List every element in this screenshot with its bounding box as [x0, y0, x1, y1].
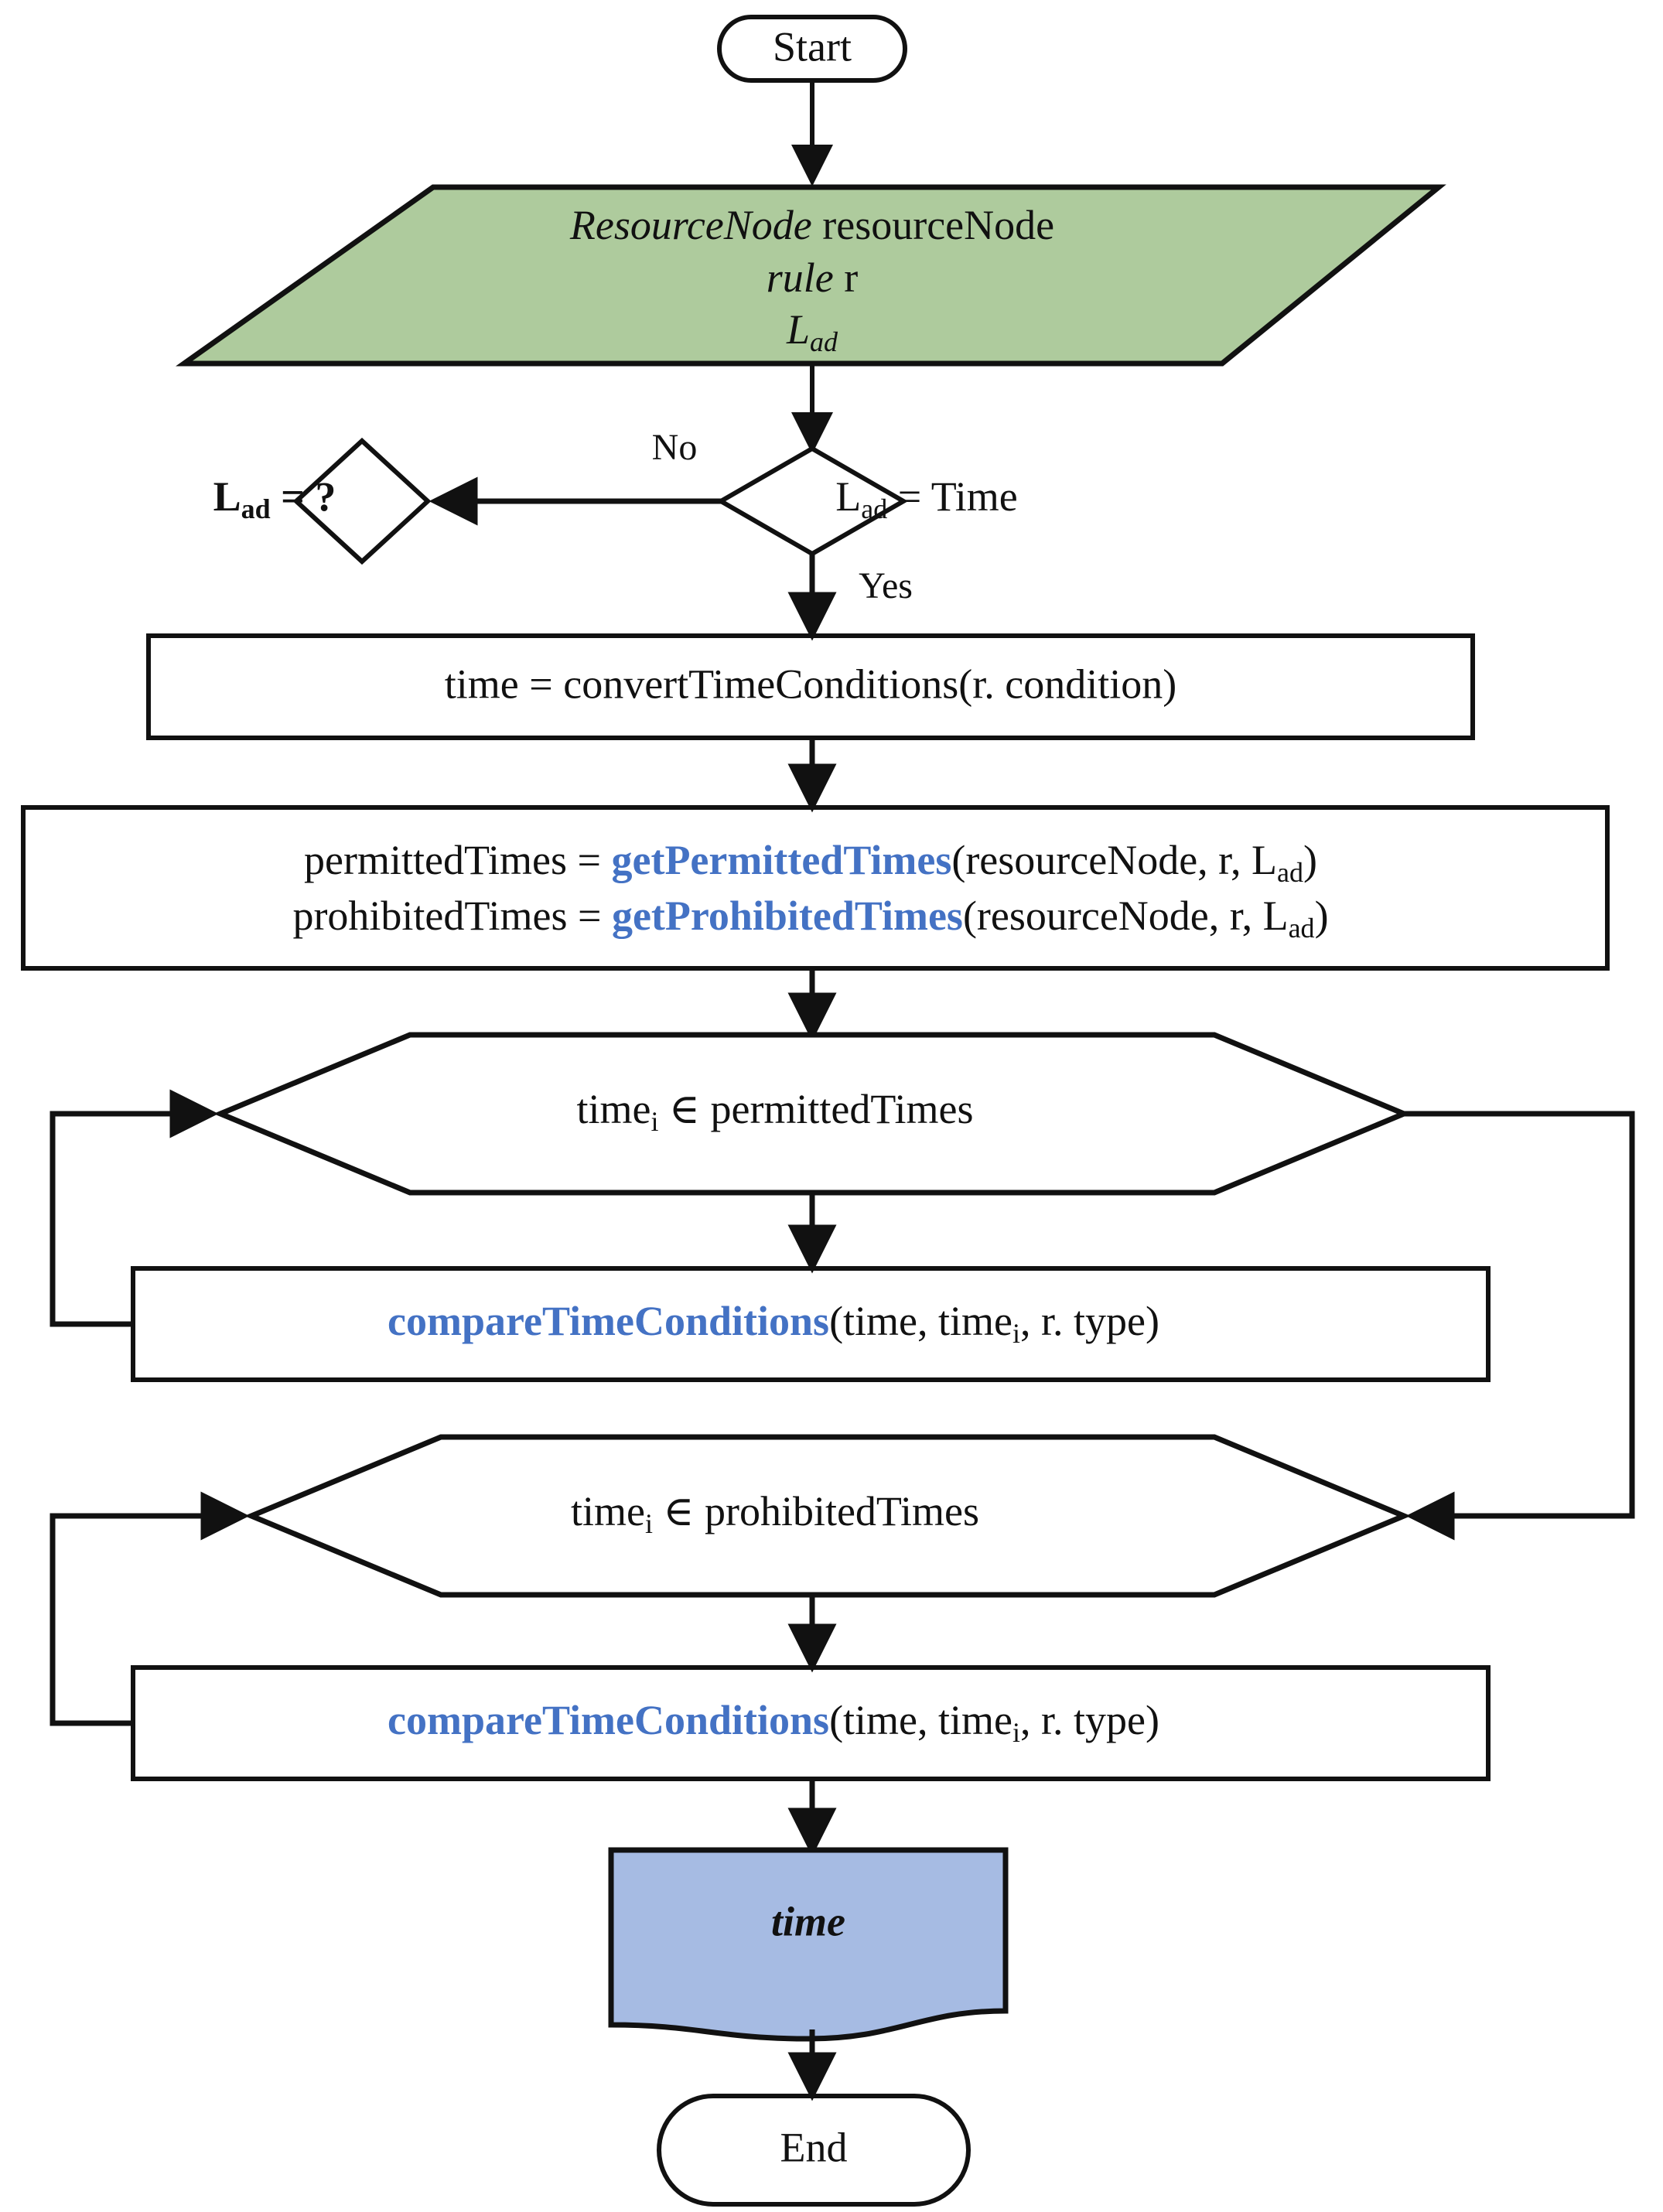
process-gettimes-shape	[21, 805, 1610, 971]
input-shape	[176, 184, 1446, 367]
compare-prohibited-label: compareTimeConditions(time, timei, r. ty…	[388, 1697, 1159, 1748]
node-decision-lad-equals-time[interactable]: Lad = Time	[715, 445, 1018, 557]
compare-permitted-label: compareTimeConditions(time, timei, r. ty…	[388, 1298, 1159, 1349]
decision-empty-side-label: Lad = ?	[213, 473, 336, 524]
end-shape	[657, 2094, 971, 2207]
edge-loopback-permitted	[50, 1089, 219, 1327]
output-time-label: time	[771, 1898, 845, 1944]
input-line-3: Lad	[786, 306, 838, 357]
process-gettimes-line-2: prohibitedTimes = getProhibitedTimes(res…	[292, 893, 1328, 944]
edge-loopback-prohibited	[50, 1491, 250, 1726]
node-loop-prohibited-times[interactable]: timei ∈ prohibitedTimes	[244, 1434, 1412, 1598]
input-line-2: rule r	[767, 254, 859, 301]
node-process-get-times[interactable]: permittedTimes = getPermittedTimes(resou…	[21, 805, 1610, 971]
edge-label-yes: Yes	[859, 565, 913, 606]
loop-permitted-shape	[213, 1032, 1412, 1196]
node-output-time[interactable]: time	[608, 1847, 1009, 2042]
end-label: End	[780, 2124, 848, 2170]
node-end[interactable]: End	[657, 2094, 971, 2207]
node-loop-permitted-times[interactable]: timei ∈ permittedTimes	[213, 1032, 1412, 1196]
edge-permitted-to-prohibited	[1404, 1111, 1635, 1541]
process-convert-label: time = convertTimeConditions(r. conditio…	[445, 661, 1176, 707]
output-time-shape	[608, 1847, 1009, 2042]
edge-label-no: No	[652, 427, 698, 468]
loop-prohibited-label: timei ∈ prohibitedTimes	[571, 1488, 979, 1539]
node-compare-permitted[interactable]: compareTimeConditions(time, timei, r. ty…	[131, 1266, 1491, 1382]
node-decision-lad-unknown[interactable]: Lad = ?	[213, 437, 432, 565]
process-gettimes-line-1: permittedTimes = getPermittedTimes(resou…	[304, 837, 1317, 888]
node-process-convert-time-conditions[interactable]: time = convertTimeConditions(r. conditio…	[146, 633, 1475, 740]
input-line-1: ResourceNode resourceNode	[569, 202, 1054, 248]
loop-permitted-label: timei ∈ permittedTimes	[577, 1086, 974, 1137]
decision-time-label: Lad = Time	[835, 473, 1018, 524]
decision-empty-shape	[292, 437, 432, 565]
node-compare-prohibited[interactable]: compareTimeConditions(time, timei, r. ty…	[131, 1665, 1491, 1781]
start-label: Start	[773, 23, 852, 70]
loop-prohibited-shape	[244, 1434, 1412, 1598]
node-start[interactable]: Start	[717, 15, 907, 83]
node-input-parameters[interactable]: ResourceNode resourceNode rule r Lad	[176, 184, 1446, 367]
